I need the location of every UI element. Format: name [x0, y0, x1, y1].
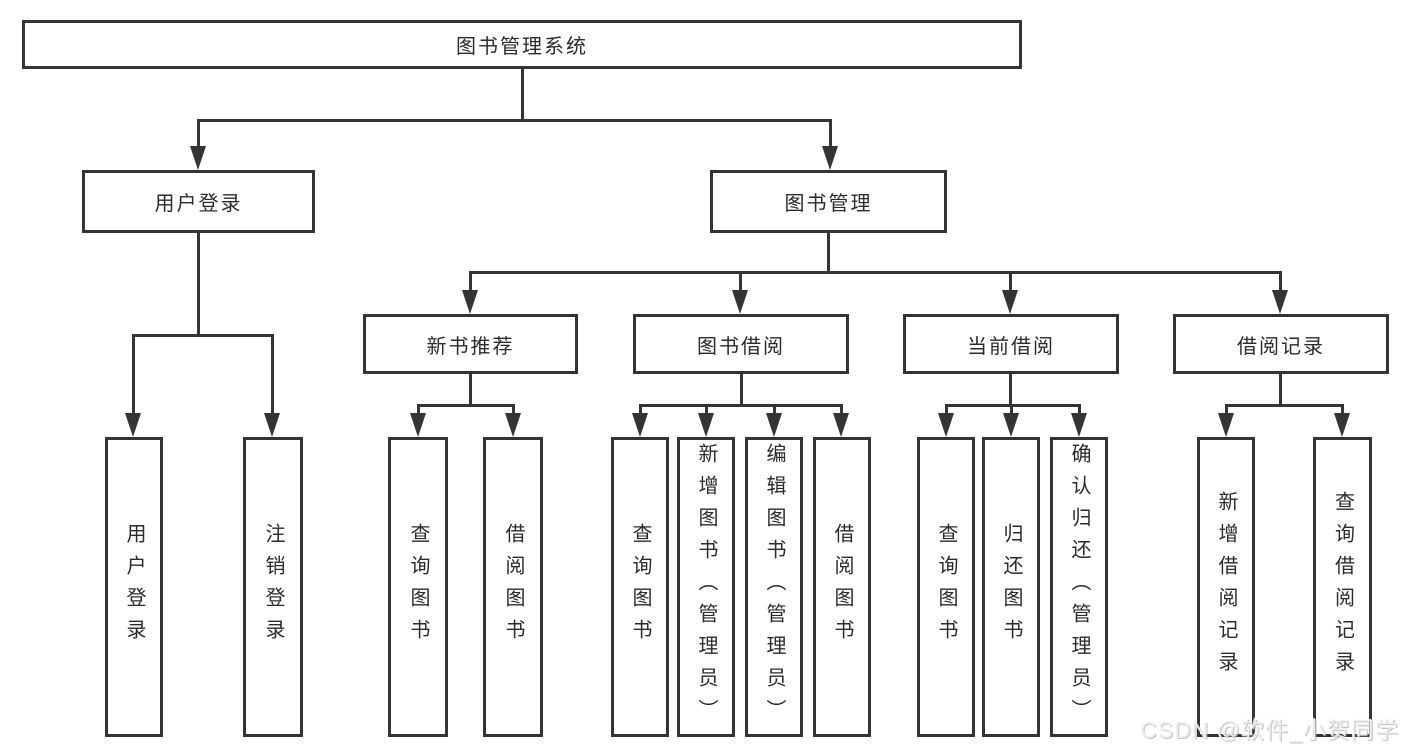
- node-label: 图书借阅: [697, 335, 785, 358]
- arrow-down-icon: [264, 413, 280, 437]
- connector-leaf-drop: [271, 334, 274, 416]
- connector-borrowing-split: [639, 404, 843, 407]
- connector-root-stem: [521, 68, 524, 122]
- connector-level3-drop: [739, 271, 742, 293]
- leaf-label: 新增图书（管理员）: [695, 443, 717, 731]
- leaf-label: 查询图书: [407, 523, 429, 651]
- leaf-query-books-borrowing: 查询图书: [611, 437, 669, 737]
- node-new-book-recommend: 新书推荐: [363, 314, 578, 374]
- connector-level3-drop: [469, 271, 472, 293]
- connector-recommend-split: [417, 404, 515, 407]
- connector-leaf-drop: [639, 404, 642, 417]
- arrow-down-icon: [1002, 290, 1018, 314]
- connector-leaf-drop: [705, 404, 708, 417]
- arrow-down-icon: [410, 413, 426, 437]
- connector-current-stem: [1009, 373, 1012, 407]
- connector-level3-drop: [1009, 271, 1012, 293]
- arrow-down-icon: [1071, 413, 1087, 437]
- leaf-label: 查询图书: [935, 523, 957, 651]
- leaf-label: 编辑图书（管理员）: [763, 443, 785, 731]
- leaf-borrow-books-recommend: 借阅图书: [483, 437, 543, 737]
- arrow-down-icon: [732, 290, 748, 314]
- arrow-down-icon: [766, 413, 782, 437]
- leaf-label: 查询借阅记录: [1331, 491, 1354, 683]
- node-label: 当前借阅: [967, 335, 1055, 358]
- arrow-down-icon: [833, 413, 849, 437]
- connector-leaf-drop: [773, 404, 776, 417]
- connector-user-login-stem: [197, 232, 200, 336]
- arrow-down-icon: [632, 413, 648, 437]
- connector-recommend-stem: [469, 373, 472, 407]
- leaf-label: 查询图书: [629, 523, 651, 651]
- arrow-down-icon: [1272, 290, 1288, 314]
- node-user-login: 用户登录: [82, 170, 315, 233]
- leaf-edit-books-admin: 编辑图书（管理员）: [745, 437, 803, 737]
- leaf-label: 用户登录: [123, 523, 145, 651]
- node-label: 图书管理系统: [456, 36, 588, 58]
- leaf-confirm-return-admin: 确认归还（管理员）: [1050, 437, 1108, 737]
- connector-leaf-drop: [1225, 404, 1228, 417]
- arrow-down-icon: [125, 413, 141, 437]
- arrow-down-icon: [505, 413, 521, 437]
- leaf-return-books: 归还图书: [982, 437, 1040, 737]
- leaf-borrow-books-borrowing: 借阅图书: [813, 437, 871, 737]
- connector-borrowing-stem: [740, 373, 743, 407]
- arrow-down-icon: [1334, 413, 1350, 437]
- node-label: 图书管理: [784, 193, 873, 215]
- connector-root-split: [197, 119, 832, 122]
- arrow-down-icon: [822, 146, 838, 170]
- leaf-query-books-recommend: 查询图书: [388, 437, 448, 737]
- arrow-down-icon: [938, 413, 954, 437]
- connector-book-mgmt-split: [469, 271, 1282, 274]
- arrow-down-icon: [190, 146, 206, 170]
- connector-current-split: [945, 404, 1081, 407]
- node-library-management-system: 图书管理系统: [22, 20, 1022, 69]
- arrow-down-icon: [698, 413, 714, 437]
- connector-leaf-drop: [945, 404, 948, 417]
- leaf-add-books-admin: 新增图书（管理员）: [677, 437, 735, 737]
- arrow-down-icon: [1218, 413, 1234, 437]
- leaf-label: 确认归还（管理员）: [1068, 443, 1090, 731]
- leaf-label: 借阅图书: [831, 523, 853, 651]
- leaf-label: 归还图书: [1000, 523, 1022, 651]
- connector-level3-drop: [1279, 271, 1282, 293]
- connector-leaf-drop: [1010, 404, 1013, 417]
- connector-leaf-drop: [1341, 404, 1344, 417]
- connector-leaf-drop: [1078, 404, 1081, 417]
- connector-user-login-split: [132, 334, 274, 337]
- leaf-query-books-current: 查询图书: [917, 437, 975, 737]
- node-book-borrowing: 图书借阅: [633, 314, 849, 374]
- node-borrowing-records: 借阅记录: [1173, 314, 1389, 374]
- connector-book-mgmt-stem: [827, 232, 830, 273]
- node-label: 新书推荐: [426, 335, 515, 358]
- connector-leaf-drop: [512, 404, 515, 417]
- connector-book-mgmt-drop: [829, 119, 832, 150]
- csdn-watermark: CSDN @软件_小贺同学: [1140, 717, 1399, 743]
- node-current-borrowing: 当前借阅: [903, 314, 1119, 374]
- connector-records-split: [1225, 404, 1344, 407]
- leaf-add-borrow-record: 新增借阅记录: [1197, 437, 1255, 737]
- node-label: 用户登录: [154, 193, 243, 215]
- connector-records-stem: [1279, 373, 1282, 407]
- leaf-logout: 注销登录: [243, 437, 303, 737]
- node-label: 借阅记录: [1237, 335, 1325, 358]
- connector-leaf-drop: [132, 334, 135, 416]
- connector-leaf-drop: [417, 404, 420, 417]
- leaf-label: 新增借阅记录: [1215, 491, 1237, 683]
- leaf-label: 注销登录: [262, 523, 284, 651]
- arrow-down-icon: [1003, 413, 1019, 437]
- arrow-down-icon: [462, 290, 478, 314]
- node-book-management: 图书管理: [710, 170, 947, 233]
- leaf-label: 借阅图书: [502, 523, 524, 651]
- leaf-query-borrow-record: 查询借阅记录: [1313, 437, 1372, 737]
- leaf-user-login: 用户登录: [105, 437, 163, 737]
- connector-leaf-drop: [840, 404, 843, 417]
- connector-user-login-drop: [197, 119, 200, 150]
